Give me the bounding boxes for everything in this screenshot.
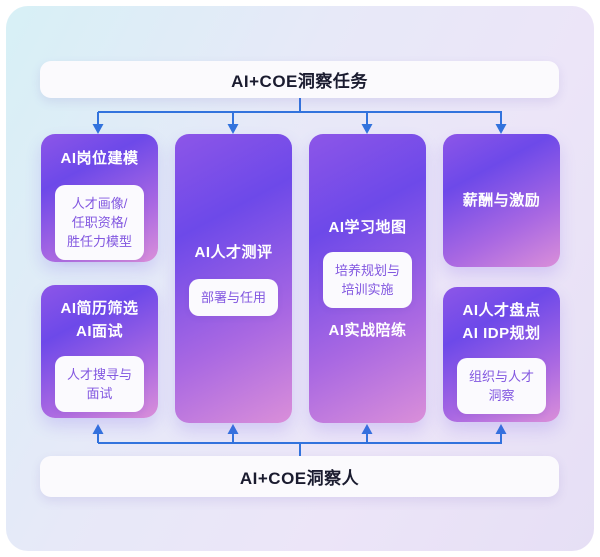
box-talent-review-idp: AI人才盘点 AI IDP规划 组织与人才 洞察: [443, 287, 560, 422]
box-title-line: AI IDP规划: [462, 325, 541, 342]
box-title: AI人才测评: [194, 241, 272, 264]
subbox-line: 培训实施: [341, 281, 394, 297]
subbox-line: 培养规划与: [334, 262, 400, 278]
box-resume-screening-interview: AI简历筛选 AI面试 人才搜寻与 面试: [41, 285, 158, 418]
subbox-talent-search: 人才搜寻与 面试: [55, 356, 144, 412]
box-title-line: AI面试: [75, 323, 123, 340]
subbox-line: 洞察: [488, 388, 515, 403]
box-title-line: AI人才测评: [194, 244, 273, 261]
subbox-line: 任职资格/: [71, 215, 128, 230]
subbox-line: 人才画像/: [71, 196, 128, 211]
box-title: AI人才盘点 AI IDP规划: [462, 299, 540, 345]
box-learning-map: AI学习地图 培养规划与 培训实施 AI实战陪练: [309, 134, 426, 423]
box-title: AI学习地图: [328, 216, 406, 239]
subbox-line: 面试: [86, 386, 113, 401]
label-combat-coaching: AI实战陪练: [328, 319, 406, 342]
top-banner-label: AI+COE洞察任务: [231, 72, 368, 91]
subbox-line: 部署与任用: [200, 290, 266, 305]
subbox-deployment: 部署与任用: [189, 279, 278, 316]
box-compensation-incentive: 薪酬与激励: [443, 134, 560, 267]
subbox-talent-profile: 人才画像/ 任职资格/ 胜任力模型: [55, 185, 144, 260]
box-title-line: AI实战陪练: [328, 321, 407, 339]
subbox-line: 胜任力模型: [66, 234, 132, 249]
bottom-banner-label: AI+COE洞察人: [239, 469, 360, 488]
top-banner: AI+COE洞察任务: [40, 61, 559, 98]
box-title-line: 薪酬与激励: [462, 192, 541, 209]
box-title: AI简历筛选 AI面试: [60, 297, 138, 343]
box-title-line: AI岗位建模: [60, 150, 139, 167]
box-title: 薪酬与激励: [463, 189, 541, 212]
bottom-banner: AI+COE洞察人: [40, 456, 559, 497]
subbox-training-plan: 培养规划与 培训实施: [323, 251, 412, 308]
box-title: AI岗位建模: [60, 147, 138, 170]
box-job-modeling: AI岗位建模 人才画像/ 任职资格/ 胜任力模型: [41, 134, 158, 262]
box-talent-assessment: AI人才测评 部署与任用: [175, 134, 292, 423]
subbox-line: 人才搜寻与: [66, 367, 132, 382]
box-title-line: AI简历筛选: [60, 300, 139, 317]
box-title-line: AI学习地图: [328, 218, 407, 236]
subbox-line: 组织与人才: [468, 369, 534, 384]
box-title-line: AI人才盘点: [462, 302, 541, 319]
subbox-org-talent-insight: 组织与人才 洞察: [457, 358, 546, 414]
